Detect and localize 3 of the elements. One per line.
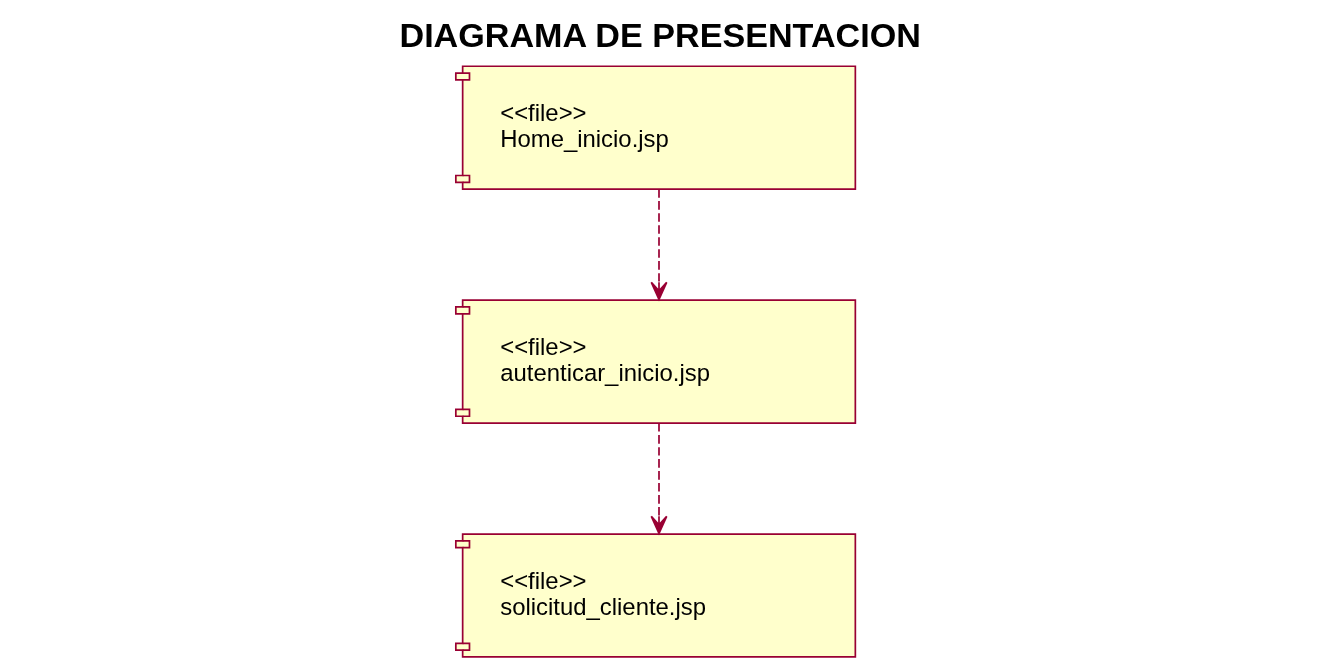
diagram-title: DIAGRAMA DE PRESENTACION bbox=[398, 16, 921, 55]
arrow bbox=[649, 188, 668, 301]
arrow bbox=[649, 422, 668, 535]
